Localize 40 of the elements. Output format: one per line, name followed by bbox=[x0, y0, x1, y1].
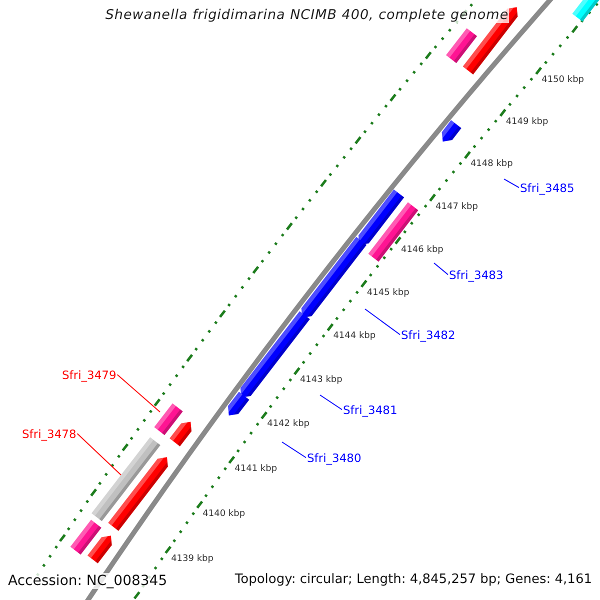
leader-line bbox=[504, 178, 520, 188]
gene-label: Sfri_3483 bbox=[449, 269, 504, 282]
footer-text: Topology: circular; Length: 4,845,257 bp; Genes: 4,161 bbox=[234, 573, 592, 588]
gene-label: Sfri_3485 bbox=[520, 182, 574, 196]
leader-line bbox=[320, 394, 342, 410]
scale-label: 4140 kbp bbox=[202, 508, 246, 520]
gene-bar bbox=[154, 403, 183, 436]
scale-label: 4150 kbp bbox=[542, 74, 584, 86]
gene-label: Sfri_3480 bbox=[307, 452, 362, 466]
gene-label: Sfri_3479 bbox=[62, 369, 116, 382]
gene-block bbox=[170, 422, 192, 446]
scale-label: 4147 kbp bbox=[436, 202, 478, 212]
gene-label: Sfri_3481 bbox=[343, 404, 398, 418]
scale-label: 4149 kbp bbox=[506, 116, 548, 128]
gene-block bbox=[301, 236, 367, 318]
scale-label: 4148 kbp bbox=[470, 159, 513, 170]
gene-bar bbox=[446, 28, 478, 64]
gene-block bbox=[87, 536, 112, 564]
gene-block bbox=[228, 392, 250, 416]
leader-line bbox=[76, 433, 122, 476]
leader-line bbox=[282, 442, 306, 458]
footer-text: Accession: NC_008345 bbox=[8, 573, 168, 590]
scale-label: 4142 kbp bbox=[267, 419, 310, 430]
scale-label: 4144 kbp bbox=[333, 331, 376, 342]
scale-label: 4145 kbp bbox=[366, 288, 410, 298]
leader-line bbox=[364, 308, 400, 336]
gene-bar bbox=[572, 0, 600, 22]
gene-bar bbox=[70, 520, 102, 555]
scale-label: 4139 kbp bbox=[171, 554, 214, 564]
gene-block bbox=[358, 190, 404, 245]
gene-label: Sfri_3478 bbox=[22, 428, 76, 442]
gene-bar bbox=[92, 437, 160, 522]
gene-label: Sfri_3482 bbox=[401, 329, 456, 342]
leader-line bbox=[434, 262, 448, 276]
scale-label: 4143 kbp bbox=[300, 375, 342, 386]
leader-line bbox=[116, 374, 160, 412]
gene-block bbox=[442, 120, 462, 142]
scale-label: 4146 kbp bbox=[400, 244, 444, 255]
scale-label: 4141 kbp bbox=[234, 464, 278, 474]
gene-block bbox=[108, 457, 168, 531]
